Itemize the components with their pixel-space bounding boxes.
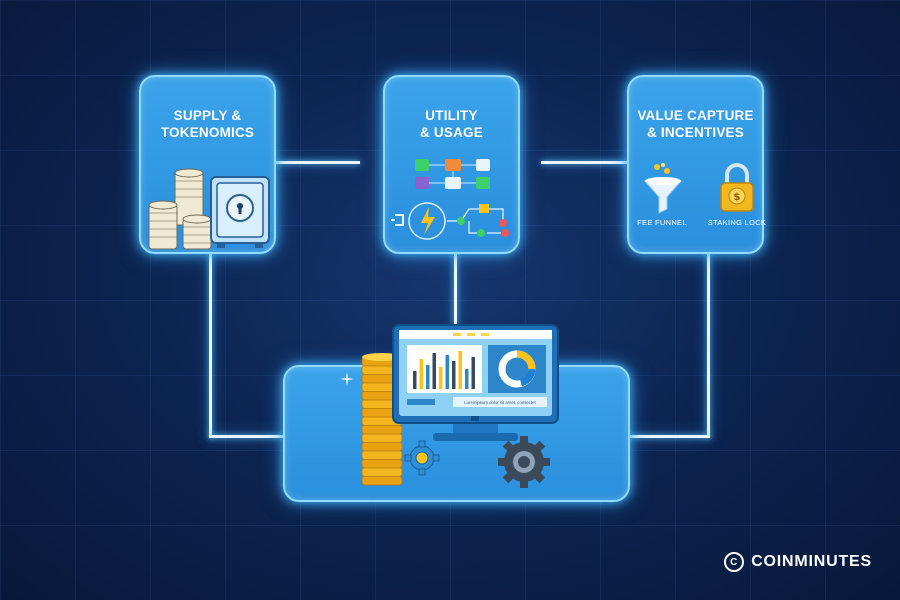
coinminutes-logo-icon: C xyxy=(724,552,745,572)
app-network-icon xyxy=(415,159,490,189)
supply-card-title: SUPPLY & TOKENOMICS xyxy=(160,108,255,140)
value-capture-card: VALUE CAPTURE & INCENTIVES FEE FUNNEL $ … xyxy=(627,75,766,254)
coinminutes-brand: C COINMINUTES xyxy=(724,552,872,572)
staking-lock-icon: $ xyxy=(720,163,754,212)
connector-utility-down xyxy=(454,252,457,326)
connector-supply-down xyxy=(209,252,212,438)
connector-supply-utility xyxy=(274,161,360,164)
dashboard-caption: Loremipsum dolor sit amet, consectet xyxy=(464,400,536,405)
energy-flow-icon xyxy=(391,202,509,240)
fee-funnel-icon xyxy=(643,163,683,214)
connector-value-down xyxy=(707,252,710,438)
dashboard-monitor-icon xyxy=(392,324,559,441)
coin-stacks-icon xyxy=(148,168,212,250)
fee-funnel-label: FEE FUNNEL xyxy=(637,218,687,227)
gear-icon xyxy=(498,436,550,488)
utility-card-title: UTILITY & USAGE xyxy=(420,108,483,140)
supply-tokenomics-card: SUPPLY & TOKENOMICS xyxy=(139,75,276,254)
brand-name: COINMINUTES xyxy=(751,553,872,570)
gear-icon xyxy=(404,440,440,476)
staking-lock-label: STAKING LOCK xyxy=(707,218,767,227)
connector-supply-hub xyxy=(209,435,285,438)
connector-value-hub xyxy=(626,435,710,438)
value-card-title: VALUE CAPTURE & INCENTIVES xyxy=(637,108,754,140)
connector-utility-value xyxy=(541,161,627,164)
svg-text:$: $ xyxy=(734,192,741,203)
safe-vault-icon xyxy=(210,176,270,248)
utility-usage-card: UTILITY & USAGE xyxy=(383,75,520,254)
sparkle-icon xyxy=(340,372,354,386)
